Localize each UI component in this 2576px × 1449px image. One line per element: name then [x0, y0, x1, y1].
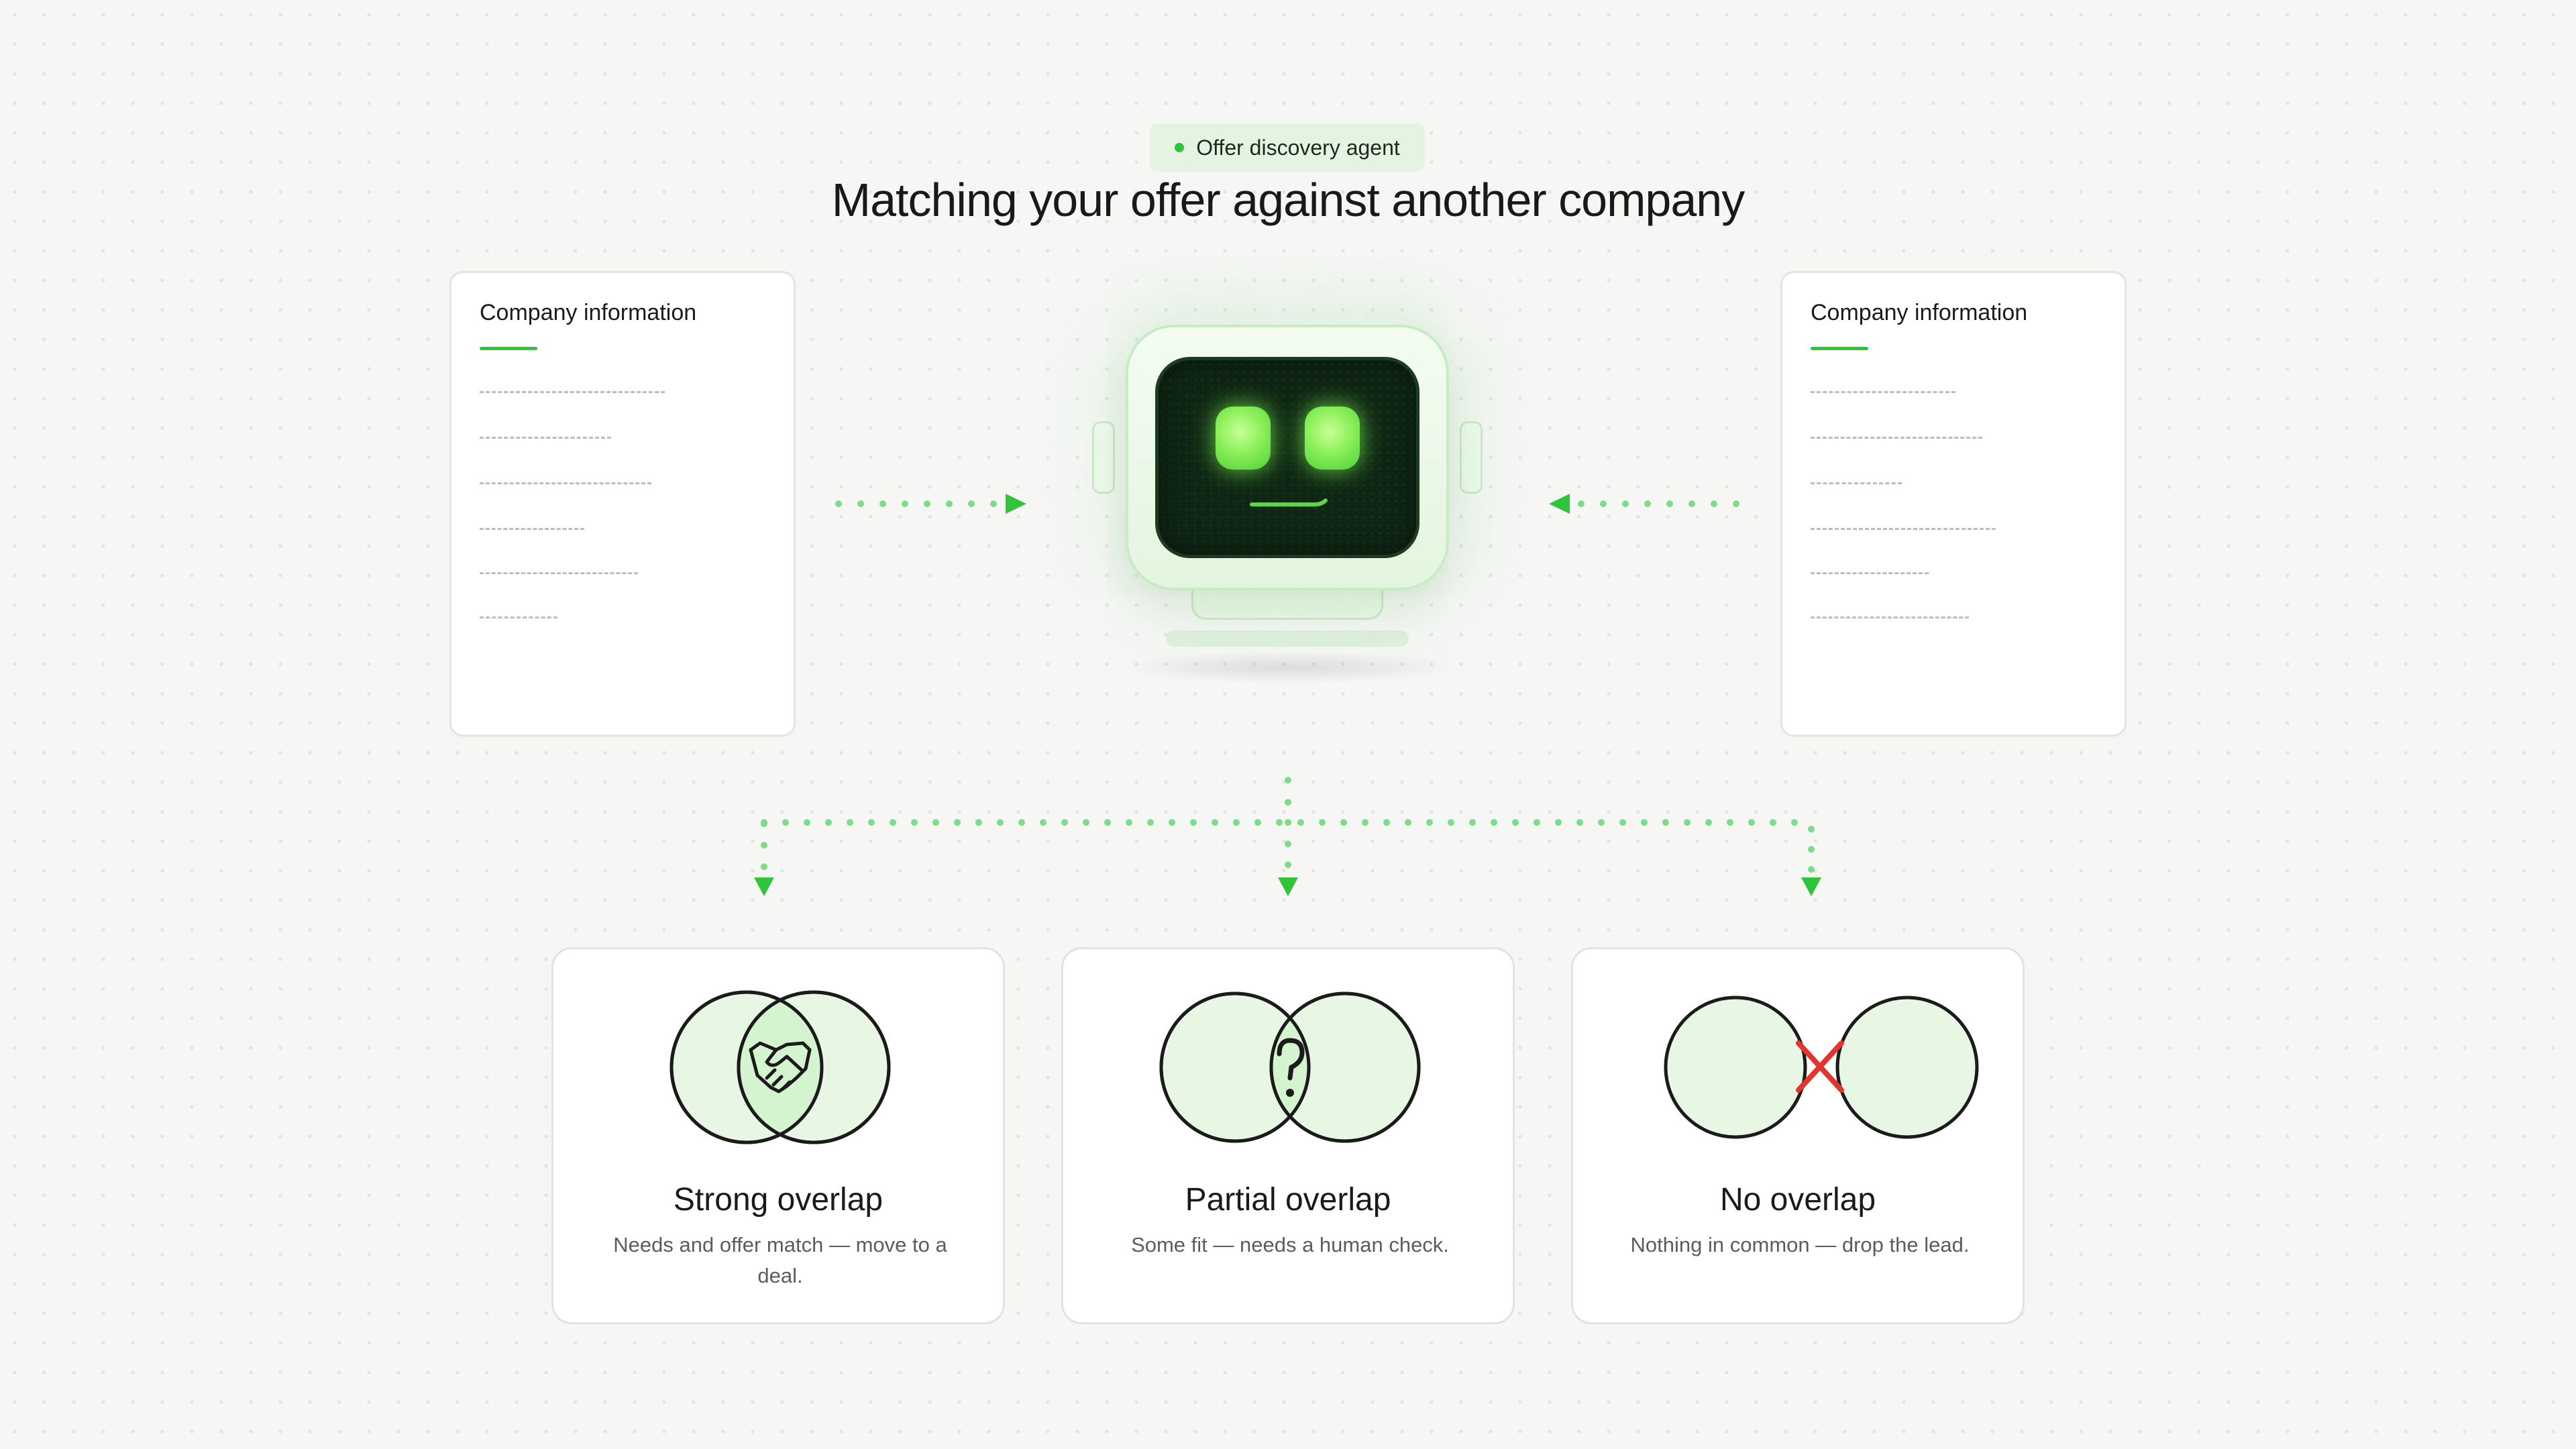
robot-mouth: [1250, 498, 1328, 506]
question-mark-icon: [1277, 1038, 1305, 1081]
status-dot-icon: [1175, 143, 1185, 152]
arrow-down-icon: [1801, 877, 1821, 896]
agent-to-outcomes-connector: [761, 777, 1815, 888]
placeholder-line: [1811, 572, 1929, 574]
robot-shadow: [1114, 651, 1462, 684]
horizontal-branch-connector: [761, 819, 1798, 826]
placeholder-line: [480, 572, 638, 574]
arrow-down-icon: [1278, 877, 1298, 896]
robot-eye-right: [1305, 407, 1360, 470]
arrow-down-icon: [754, 877, 774, 896]
title-underline: [1811, 347, 1868, 350]
agent-badge: Offer discovery agent: [1150, 123, 1425, 172]
company-card-right: Company information: [1780, 271, 2127, 737]
outcome-description: Some fit — needs a human check.: [1131, 1233, 1449, 1256]
left-to-agent-connector: [835, 500, 997, 507]
placeholder-line: [1811, 482, 1902, 484]
placeholder-line: [480, 528, 584, 530]
outcome-description: Nothing in common — drop the lead.: [1630, 1233, 1970, 1256]
company-card-title: Company information: [1811, 300, 2028, 325]
company-card-left: Company information: [449, 271, 796, 737]
arrow-right-icon: [1006, 494, 1026, 514]
placeholder-line: [1811, 437, 1982, 439]
arrow-left-icon: [1549, 494, 1570, 514]
handshake-icon: [749, 1041, 812, 1093]
venn-partial-overlap: [1159, 991, 1421, 1143]
outcome-card-partial: Partial overlap Some fit — needs a human…: [1061, 947, 1515, 1324]
title-underline: [480, 347, 537, 350]
outcome-title: Strong overlap: [673, 1182, 883, 1218]
placeholder-line: [1811, 528, 1996, 530]
outcome-card-strong: Strong overlap Needs and offer match — m…: [551, 947, 1005, 1324]
outcome-title: Partial overlap: [1185, 1182, 1391, 1218]
robot-eye-left: [1216, 407, 1271, 470]
outcome-description: Needs and offer match — move to a deal.: [613, 1233, 947, 1287]
company-card-title: Company information: [480, 300, 697, 325]
placeholder-line: [480, 616, 557, 619]
placeholder-line: [1811, 391, 1955, 393]
placeholder-line: [480, 437, 611, 439]
right-to-agent-connector: [1578, 500, 1739, 507]
x-mark-icon: [1796, 1040, 1844, 1093]
outcome-card-none: No overlap Nothing in common — drop the …: [1571, 947, 2025, 1324]
agent-badge-label: Offer discovery agent: [1196, 135, 1400, 160]
robot-ear-right: [1460, 421, 1483, 494]
outcome-title: No overlap: [1719, 1182, 1876, 1218]
placeholder-line: [480, 482, 651, 484]
robot-ear-left: [1092, 421, 1115, 494]
placeholder-line: [480, 391, 665, 393]
venn-no-overlap: [1664, 996, 1979, 1139]
page-title: Matching your offer against another comp…: [831, 174, 1745, 226]
placeholder-line: [1811, 616, 1969, 619]
robot-base: [1166, 631, 1409, 647]
robot-screen: [1155, 357, 1419, 558]
venn-strong-overlap: [669, 990, 891, 1144]
